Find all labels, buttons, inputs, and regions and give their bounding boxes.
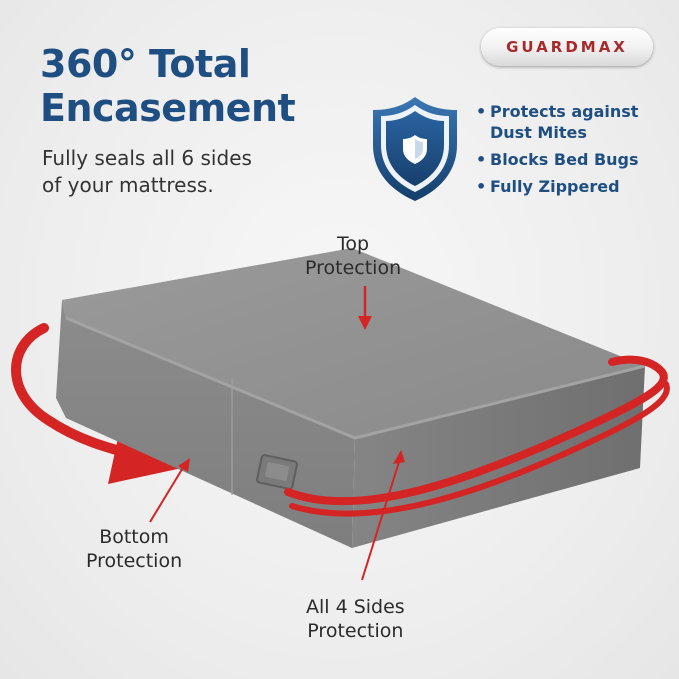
callout-bottom: Bottom Protection: [86, 525, 182, 573]
callout-top: Top Protection: [305, 232, 401, 280]
brand-logo: GUARDMAX: [481, 28, 653, 66]
callout-bottom-line-2: Protection: [86, 550, 183, 572]
sides-protection-band-lower: [289, 381, 670, 517]
subheadline-line-2: of your mattress.: [42, 173, 214, 197]
benefit-line-1: Protects against: [490, 102, 639, 121]
callout-top-line-2: Protection: [305, 257, 402, 279]
callout-sides-line-1: All 4 Sides: [306, 596, 405, 618]
shield-icon: [373, 97, 457, 201]
benefit-item-zippered: Fully Zippered: [476, 176, 639, 197]
sides-arrow-icon: [393, 450, 405, 464]
benefit-line-1: Fully Zippered: [490, 177, 620, 196]
headline-line-2: Encasement: [40, 86, 296, 130]
callout-sides-line-2: Protection: [307, 620, 404, 642]
bottom-protection-loop: [11, 323, 143, 461]
subheadline: Fully seals all 6 sides of your mattress…: [42, 145, 252, 199]
benefit-item-dust-mites: Protects against Dust Mites: [476, 101, 639, 143]
benefits-list: Protects against Dust Mites Blocks Bed B…: [476, 101, 639, 203]
benefit-item-bed-bugs: Blocks Bed Bugs: [476, 149, 639, 170]
sides-protection-band: [284, 355, 668, 506]
bottom-arrow-icon: [178, 458, 190, 472]
callout-bottom-line-1: Bottom: [99, 526, 169, 548]
headline-line-1: 360° Total: [40, 42, 251, 86]
top-arrow-icon: [358, 316, 372, 330]
bottom-protection-arrowhead: [108, 438, 182, 484]
benefit-line-2: Dust Mites: [490, 123, 587, 142]
benefit-line-1: Blocks Bed Bugs: [490, 150, 639, 169]
headline: 360° Total Encasement: [40, 42, 296, 130]
callout-sides: All 4 Sides Protection: [306, 595, 405, 643]
brand-logo-text: GUARDMAX: [506, 38, 628, 56]
subheadline-line-1: Fully seals all 6 sides: [42, 146, 252, 170]
callout-top-line-1: Top: [337, 233, 370, 255]
mattress-top: [62, 248, 645, 438]
